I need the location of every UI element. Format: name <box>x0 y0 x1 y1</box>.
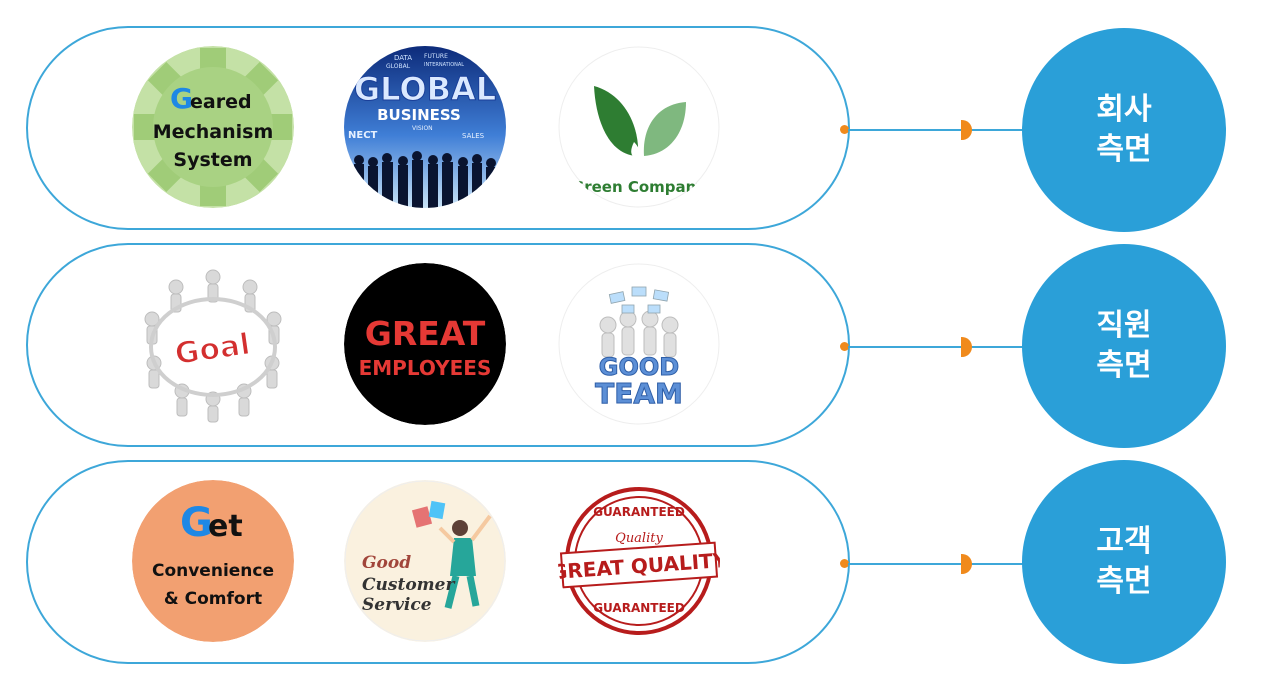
good-team-line1: GOOD <box>599 353 679 381</box>
side-label-line1: 직원 <box>1096 308 1152 343</box>
connector-dot <box>840 559 849 568</box>
service-line2: Customer <box>362 575 455 595</box>
side-circle-company: 회사 측면 <box>1022 28 1226 232</box>
connector-line <box>848 563 1026 565</box>
tag-future: FUTURE <box>424 53 448 60</box>
side-label-line2: 측면 <box>1096 132 1152 167</box>
connector-dot <box>840 342 849 351</box>
great-quality-stamp-image: GUARANTEED Quality GREAT QUALITY GUARANT… <box>558 480 720 642</box>
side-circle-employee: 직원 측면 <box>1022 244 1226 448</box>
geared-mechanism-image: G eared Mechanism System <box>132 46 294 208</box>
tag-global: GLOBAL <box>386 63 411 70</box>
connector-cap <box>961 554 972 574</box>
good-team-image: GOOD TEAM <box>558 263 720 425</box>
side-circle-customer: 고객 측면 <box>1022 460 1226 664</box>
stamp-middle: Quality <box>615 531 663 546</box>
good-team-line2: TEAM <box>595 377 683 410</box>
tag-sales: SALES <box>462 132 485 140</box>
connector-line <box>848 129 1026 131</box>
great-line2: EMPLOYEES <box>359 356 492 380</box>
green-company-image: Green Company <box>558 46 720 208</box>
tag-international: INTERNATIONAL <box>424 62 464 68</box>
goal-image: Goal <box>132 263 294 425</box>
green-company-caption: Green Company <box>572 178 706 196</box>
gear-line2: Mechanism <box>153 121 274 143</box>
connector-dot <box>840 125 849 134</box>
side-label-line2: 측면 <box>1096 348 1152 383</box>
row-customer: G et Convenience & Comfort Good Customer… <box>26 460 1026 664</box>
global-business-image: DATA FUTURE INTERNATIONAL GLOBAL GLOBAL … <box>344 46 506 208</box>
get-lead-letter: G <box>180 500 213 546</box>
tag-vision: VISION <box>412 125 433 132</box>
row-pill <box>26 460 850 664</box>
great-employees-image: GREAT EMPLOYEES <box>344 263 506 425</box>
gear-line3: System <box>173 149 252 171</box>
side-label-line1: 고객 <box>1096 524 1152 559</box>
global-subtitle: BUSINESS <box>377 106 461 124</box>
tag-data: DATA <box>394 54 412 62</box>
connector-cap <box>961 120 972 140</box>
get-title-rest: et <box>208 509 243 544</box>
get-line3: & Comfort <box>164 589 262 609</box>
connector-line <box>848 346 1026 348</box>
get-convenience-image: G et Convenience & Comfort <box>132 480 294 642</box>
service-line1: Good <box>362 553 411 573</box>
row-company: G eared Mechanism System DATA FUTURE INT… <box>26 26 1026 230</box>
good-customer-service-image: Good Customer Service <box>344 480 506 642</box>
side-label-line1: 회사 <box>1096 92 1152 127</box>
get-line2: Convenience <box>152 561 274 581</box>
stamp-bottom: GUARANTEED <box>593 601 685 615</box>
connector-cap <box>961 337 972 357</box>
great-line1: GREAT <box>365 314 486 353</box>
gear-lead-letter: G <box>170 82 193 115</box>
row-pill <box>26 26 850 230</box>
row-employee: Goal GREAT EMPLOYEES GOOD <box>26 243 1026 447</box>
stamp-top: GUARANTEED <box>593 505 685 519</box>
row-pill <box>26 243 850 447</box>
gear-title-rest: eared <box>190 91 252 113</box>
global-title: GLOBAL <box>354 70 496 108</box>
service-line3: Service <box>362 595 432 615</box>
side-label-line2: 측면 <box>1096 564 1152 599</box>
tag-nect: NECT <box>348 130 378 141</box>
